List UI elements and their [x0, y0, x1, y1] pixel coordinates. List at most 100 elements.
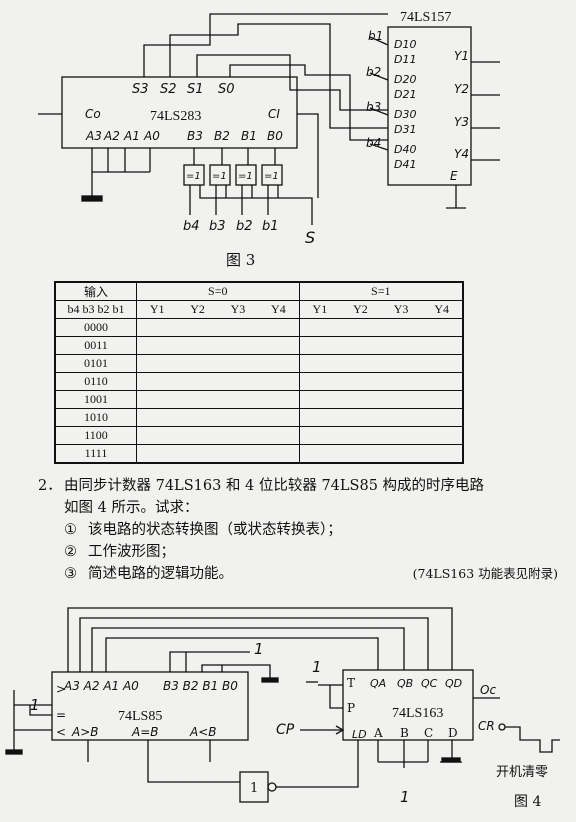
table-y-headers-s0: Y1 Y2 Y3 Y4 [136, 300, 300, 319]
mux-output-y1: Y1 [454, 49, 469, 63]
y-header: Y1 [312, 302, 328, 316]
table-cell-empty[interactable] [298, 390, 464, 409]
adder-b-pin-b0: B0 [267, 129, 283, 143]
table-cell-empty[interactable] [136, 318, 300, 337]
adder-a-pin-a3: A3 [85, 129, 102, 143]
table-cell-empty[interactable] [298, 318, 464, 337]
table-cell-empty[interactable] [136, 336, 300, 355]
counter-pin-b: B [400, 726, 409, 740]
mux-input-d10: D10 [394, 38, 416, 51]
table-y-headers-s1: Y1 Y2 Y3 Y4 [298, 300, 464, 319]
figure-3-caption: 图 3 [226, 251, 256, 269]
comparator-input-lt: < [56, 725, 66, 739]
table-cell-empty[interactable] [136, 426, 300, 445]
appendix-note: (74LS163 功能表见附录) [412, 566, 558, 581]
table-cell-input: 0101 [54, 354, 137, 373]
table-cell-empty[interactable] [136, 354, 300, 373]
table-cell-empty[interactable] [136, 444, 300, 464]
side-label-b3: b3 [366, 100, 381, 114]
counter-pin-qc: QC [421, 677, 438, 690]
figure-3-circuit: 74LS157 74LS283 S3 S2 S1 S0 Co CI A3 A2 … [38, 10, 500, 247]
comparator-a-pins: A3 A2 A1 A0 [63, 679, 139, 693]
mux-enable: E [450, 169, 458, 183]
adder-74ls283-name: 74LS283 [150, 109, 201, 124]
counter-pin-ld: LD [352, 728, 367, 741]
counter-pin-p: P [347, 701, 355, 715]
label-one-left: 1 [30, 696, 40, 714]
adder-a-pin-a0: A0 [143, 129, 160, 143]
counter-name: 74LS163 [392, 706, 443, 721]
mux-input-d21: D21 [394, 88, 416, 101]
adder-sum-pin-s1: S1 [187, 82, 204, 97]
gate-label: 1 [250, 781, 258, 796]
table-cell-empty[interactable] [136, 408, 300, 427]
counter-pin-t: T [347, 676, 355, 690]
table-cell-empty[interactable] [298, 372, 464, 391]
table-row: 0011 [54, 336, 464, 355]
counter-pin-a: A [373, 726, 383, 740]
adder-74ls283-box [61, 76, 298, 149]
question-2: 2．由同步计数器 74LS163 和 4 位比较器 74LS85 构成的时序电路… [38, 475, 558, 585]
adder-sum-pin-s2: S2 [160, 82, 177, 97]
side-label-b2: b2 [366, 65, 381, 79]
mux-input-d11: D11 [394, 53, 416, 66]
comparator-output-lt: A<B [189, 725, 217, 739]
table-cell-empty[interactable] [136, 372, 300, 391]
mux-74ls157-box [387, 26, 472, 186]
xor-label-1: =1 [186, 171, 201, 182]
xor-gate-b1 [261, 164, 283, 186]
item-mark-3: ③ [64, 566, 77, 582]
mux-output-y4: Y4 [454, 147, 469, 161]
table-cell-empty[interactable] [298, 408, 464, 427]
truth-table: 输入 S=0 S=1 b4 b3 b2 b1 Y1 Y2 Y3 Y4 Y1 Y2… [54, 281, 464, 464]
table-header-input-bits: b4 b3 b2 b1 [54, 300, 137, 319]
table-row: 1100 [54, 426, 464, 445]
label-one-top: 1 [254, 640, 264, 658]
table-cell-input: 1010 [54, 408, 137, 427]
adder-a-pin-a1: A1 [123, 129, 140, 143]
table-cell-empty[interactable] [298, 336, 464, 355]
y-header: Y2 [190, 302, 205, 316]
label-one-bottom: 1 [400, 788, 410, 806]
adder-b-pin-b2: B2 [214, 129, 230, 143]
comparator-output-gt: A>B [71, 725, 99, 739]
counter-74ls163-box [342, 669, 474, 741]
y-header: Y4 [271, 302, 286, 316]
table-cell-input: 0011 [54, 336, 137, 355]
adder-sum-pin-s3: S3 [132, 82, 149, 97]
counter-pin-qd: QD [445, 677, 462, 690]
label-reset: 开机清零 [496, 765, 548, 780]
table-cell-empty[interactable] [298, 354, 464, 373]
adder-a-pin-a2: A2 [103, 129, 120, 143]
xor-gate-b3 [209, 164, 231, 186]
comparator-74ls85-box [51, 671, 249, 741]
mux-input-d41: D41 [394, 158, 416, 171]
table-cell-empty[interactable] [298, 426, 464, 445]
adder-carry-in: CI [268, 107, 280, 121]
table-cell-empty[interactable] [136, 390, 300, 409]
comparator-input-gt: > [56, 682, 66, 696]
mux-output-y3: Y3 [454, 115, 469, 129]
table-cell-input: 1001 [54, 390, 137, 409]
mux-input-d31: D31 [394, 123, 416, 136]
table-row: 0101 [54, 354, 464, 373]
xor-gate-b2 [235, 164, 257, 186]
table-cell-empty[interactable] [298, 444, 464, 464]
table-header-s0: S=0 [136, 281, 300, 301]
select-label-s: S [305, 228, 315, 247]
table-row: 0000 [54, 318, 464, 337]
mux-input-d30: D30 [394, 108, 416, 121]
counter-pin-cr: CR [478, 719, 495, 733]
label-cp: CP [276, 722, 295, 738]
adder-b-pin-b3: B3 [187, 129, 203, 143]
label-one-counter: 1 [312, 658, 322, 676]
mux-input-d20: D20 [394, 73, 416, 86]
figure-4-circuit: 74LS85 A3 A2 A1 A0 B3 B2 B1 B0 > = < A>B… [5, 607, 560, 810]
counter-pin-qa: QA [370, 677, 386, 690]
adder-b-pin-b1: B1 [241, 129, 257, 143]
bottom-label-b3: b3 [209, 219, 226, 234]
xor-label-2: =1 [212, 171, 227, 182]
table-cell-input: 0110 [54, 372, 137, 391]
item-mark-1: ① [64, 522, 77, 538]
item-text-3: 简述电路的逻辑功能。 [88, 566, 233, 582]
